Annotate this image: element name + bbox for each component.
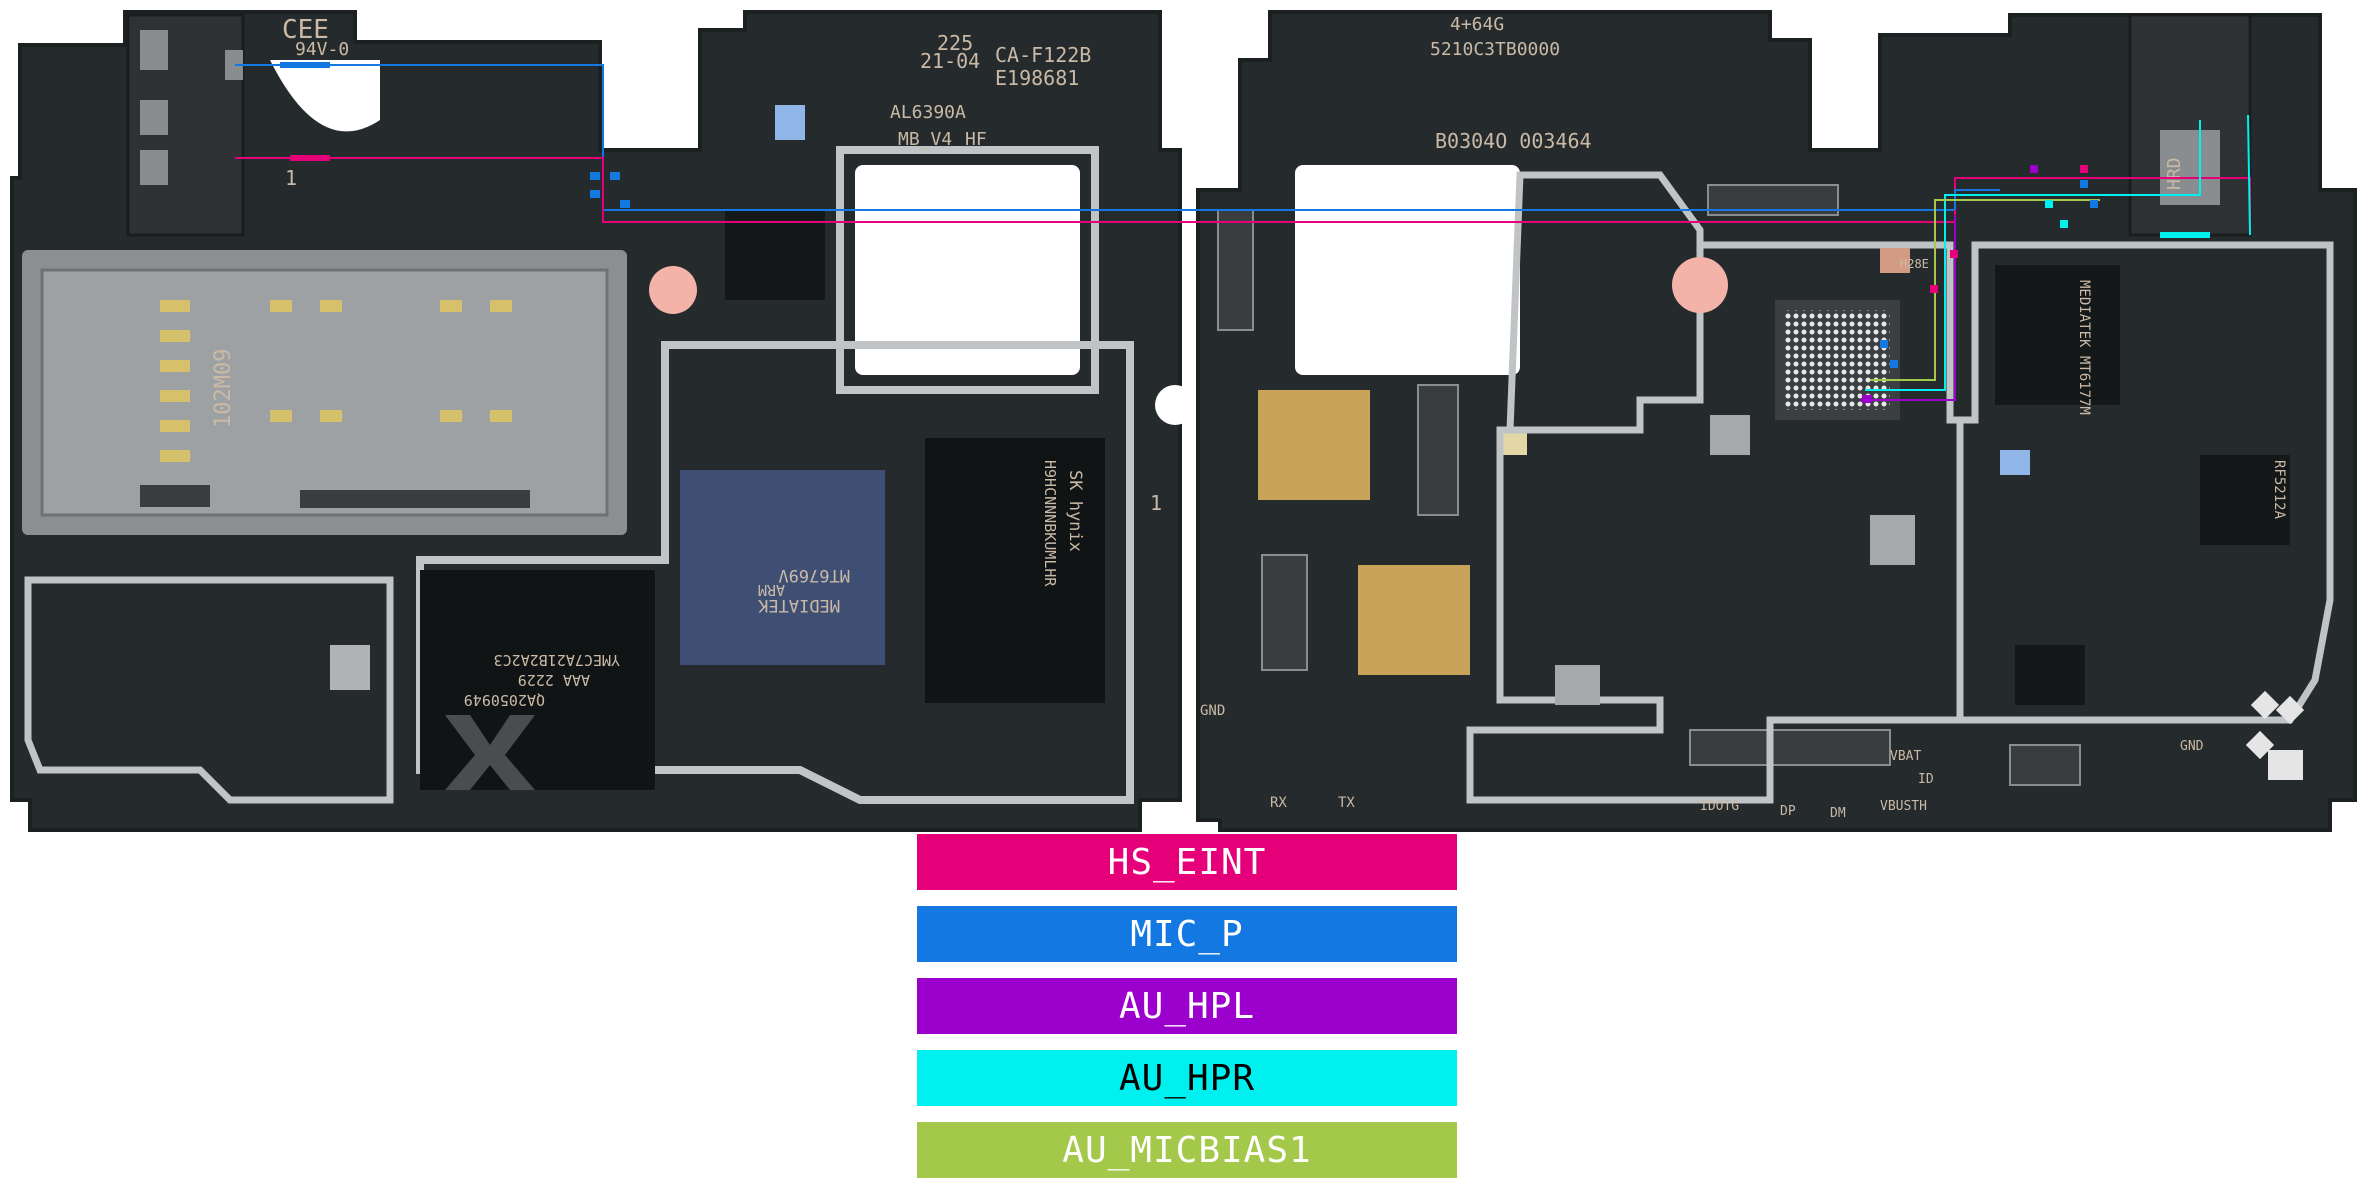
left-board: CEE 94V-0 225 21-04 CA-F122B E198681 AL6… (10, 10, 1182, 832)
cee-mark: CEE (282, 15, 329, 45)
ram-code: H9HCNNNBKUMLHR (1041, 460, 1059, 587)
connector-5 (1689, 729, 1891, 766)
mb-version: MB_V4 (898, 129, 952, 150)
camera-cutout-left (855, 165, 1080, 375)
legend-label: AU_HPR (1118, 1057, 1256, 1099)
pmic-label: MEDIATEK MT6177M (2076, 280, 2092, 415)
date-code: 21-04 (920, 49, 980, 73)
rx-label: RX (1270, 795, 1287, 811)
hrd-label: HRD (2164, 157, 2185, 190)
trace-hs-eint (235, 157, 1955, 223)
id-label: ID (1918, 772, 1934, 787)
signal-traces (235, 62, 2251, 401)
code-2: 5210C3TB0000 (1430, 39, 1560, 60)
gold-pad-2 (1358, 565, 1470, 675)
trace-au-hpr (1865, 120, 2201, 391)
signal-legend: HS_EINT MIC_P AU_HPL AU_HPR AU_MICBIAS1 (917, 834, 1457, 1194)
connector-2 (1261, 554, 1308, 671)
rf-label: RF5212A (2271, 460, 2287, 520)
emmc-chip (420, 570, 655, 790)
h28e-label: H28E (1900, 257, 1929, 271)
legend-item-au-hpr: AU_HPR (917, 1050, 1457, 1106)
legend-label: HS_EINT (1107, 841, 1267, 883)
model-code: AL6390A (890, 102, 966, 123)
num-1b: 1 (1150, 491, 1162, 515)
code-225: 225 (937, 31, 973, 55)
sim-code: 102M09 (211, 349, 236, 428)
legend-item-au-hpl: AU_HPL (917, 978, 1457, 1034)
gold-pad-1 (1258, 390, 1370, 500)
cpu-model: MT6769V (778, 565, 850, 585)
cpu-chip (680, 470, 885, 665)
legend-item-hs-eint: HS_EINT (917, 834, 1457, 890)
pmic-chip (1995, 265, 2120, 405)
emmc-logo (445, 715, 535, 790)
idotg-label: IDOTG (1700, 799, 1739, 814)
legend-item-au-micbias1: AU_MICBIAS1 (917, 1122, 1457, 1178)
num-1a: 1 (285, 166, 297, 190)
ram-brand: SK hynix (1065, 470, 1085, 552)
right-board: 4+64G 5210C3TB0000 B0304O 003464 MEDIATE… (1155, 10, 2357, 832)
connector-1 (1217, 209, 1254, 331)
emmc-code: YMEC7A21B2A2C3 (494, 651, 620, 669)
mem-label: 4+64G (1450, 14, 1504, 35)
dm-label: DM (1830, 806, 1846, 821)
serial-1: E198681 (995, 66, 1079, 90)
legend-item-mic-p: MIC_P (917, 906, 1457, 962)
cpu-brand: MEDIATEK (757, 595, 840, 615)
connector-3 (1417, 384, 1459, 516)
hf-mark: HF (965, 129, 987, 150)
gnd-label-1: GND (1200, 703, 1225, 719)
legend-label: MIC_P (1130, 913, 1244, 955)
dp-label: DP (1780, 804, 1796, 819)
camera-cutout-right (1295, 165, 1520, 375)
vbusth-label: VBUSTH (1880, 799, 1927, 814)
trace-mic-p (235, 64, 1955, 211)
legend-label: AU_MICBIAS1 (1062, 1129, 1312, 1171)
emmc-serial: QA2050949 (464, 691, 545, 709)
legend-label: AU_HPL (1118, 985, 1256, 1027)
part-code: CA-F122B (995, 43, 1091, 67)
cpu-arm: ARM (758, 581, 785, 599)
tx-label: TX (1338, 795, 1355, 811)
ram-chip (925, 438, 1105, 703)
rf-chip (2200, 455, 2290, 545)
serial-2: B0304O 003464 (1435, 129, 1592, 153)
gnd-label-2: GND (2180, 739, 2204, 754)
emmc-date: AAA 2229 (518, 671, 590, 689)
v0-mark: 94V-0 (295, 39, 349, 60)
vbat-label: VBAT (1890, 749, 1921, 764)
trace-au-hpl (1860, 215, 1956, 401)
